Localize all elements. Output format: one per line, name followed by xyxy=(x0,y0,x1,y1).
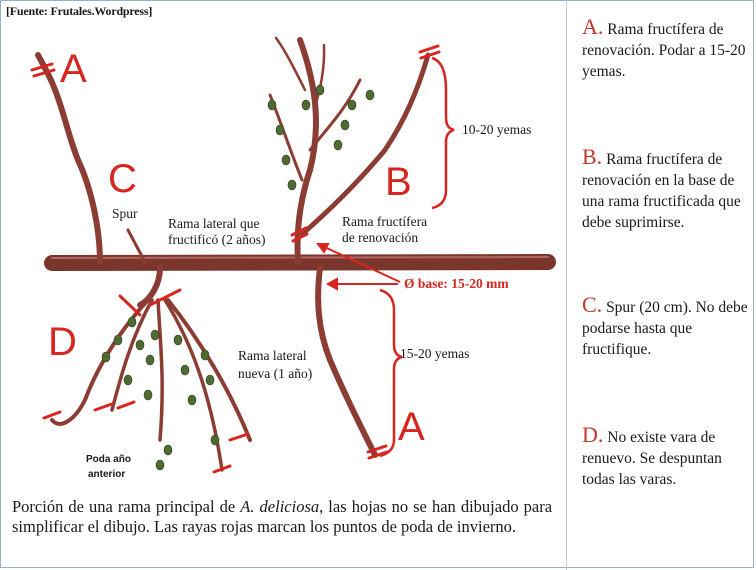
caption-species: A. deliciosa xyxy=(240,497,320,516)
arrows xyxy=(316,243,401,291)
caption-post: , las hojas no se han dibujado para simp… xyxy=(12,497,553,536)
label-yemas-bottom: 15-20 yemas xyxy=(400,346,469,361)
label-yemas-top: 10-20 yemas xyxy=(462,122,531,137)
legend-text-a: Rama fructífera de renovación. Podar a 1… xyxy=(582,21,746,80)
label-rama-nueva-2: nueva (1 año) xyxy=(238,366,312,381)
labels: Spur Rama lateral que fructificó (2 años… xyxy=(86,122,531,480)
figure-caption: Porción de una rama principal de A. deli… xyxy=(12,497,552,537)
bracket-bottom xyxy=(379,288,403,458)
label-rama-lateral-2: fructificó (2 años) xyxy=(168,232,265,247)
legend-letter-c: C. xyxy=(582,292,603,317)
letter-b: B xyxy=(385,160,412,204)
label-poda-2: anterior xyxy=(88,469,125,480)
label-o-base: Ø base: 15-20 mm xyxy=(404,276,509,291)
legend-letter-d: D. xyxy=(582,422,604,447)
source-label: [Fuente: Frutales.Wordpress] xyxy=(6,4,153,18)
legend-text-d: No existe vara de renuevo. Se despuntan … xyxy=(582,429,722,488)
label-rama-fructifera-2: de renovación xyxy=(342,230,418,245)
cane-a-top xyxy=(35,52,103,265)
label-poda-1: Poda año xyxy=(86,454,131,465)
spur-c xyxy=(126,228,147,264)
legend-item-b: B. Rama fructífera de renovación en la b… xyxy=(582,146,754,233)
label-rama-lateral-1: Rama lateral que xyxy=(168,216,259,231)
legend-letter-b: B. xyxy=(582,144,603,169)
caption-pre: Porción de una rama principal de xyxy=(12,497,241,516)
pruning-diagram: A C B D A Spur Rama lateral que fructifi… xyxy=(30,36,556,480)
prune-marks xyxy=(30,44,441,474)
legend-item-c: C. Spur (20 cm). No debe podarse hasta q… xyxy=(582,294,754,360)
cane-b-renewal xyxy=(297,52,431,239)
letter-a-bottom: A xyxy=(398,405,425,449)
letter-d: D xyxy=(48,320,77,364)
label-rama-fructifera-1: Rama fructífera xyxy=(342,214,427,229)
diagram-panel: [Fuente: Frutales.Wordpress] xyxy=(6,4,556,537)
bracket-top xyxy=(431,56,455,210)
legend-text-b: Rama fructífera de renovación en la base… xyxy=(582,151,741,231)
buds xyxy=(101,84,375,471)
brackets xyxy=(379,56,455,458)
cane-a-bottom xyxy=(315,265,378,458)
legend-panel: A. Rama fructífera de renovación. Podar … xyxy=(568,0,756,570)
branches xyxy=(35,36,556,472)
label-spur: Spur xyxy=(112,206,138,221)
letter-a-top: A xyxy=(60,47,87,91)
legend-letter-a: A. xyxy=(582,14,604,39)
panel-divider xyxy=(566,0,567,570)
letter-c: C xyxy=(108,157,137,201)
legend-item-a: A. Rama fructífera de renovación. Podar … xyxy=(582,16,754,82)
label-rama-nueva-1: Rama lateral xyxy=(238,348,307,363)
legend-text-c: Spur (20 cm). No debe podarse hasta que … xyxy=(582,299,748,358)
letters: A C B D A xyxy=(48,47,425,449)
legend-item-d: D. No existe vara de renuevo. Se despunt… xyxy=(582,424,754,490)
